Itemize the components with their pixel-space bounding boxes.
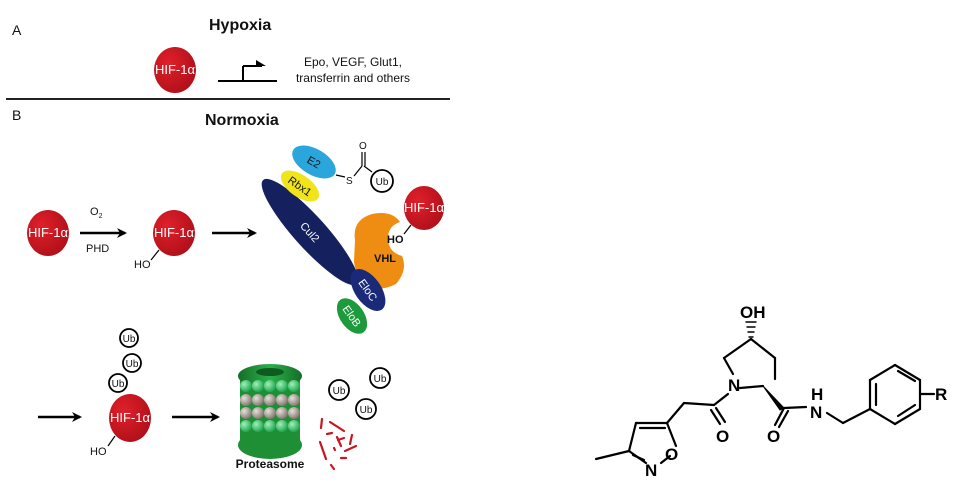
structure-atom-labels: OH N H N O O N O R bbox=[645, 303, 947, 480]
proteasome-subunit bbox=[240, 407, 252, 419]
proteasome-subunit bbox=[288, 420, 300, 432]
proteasome-icon bbox=[238, 364, 302, 459]
elob-subunit bbox=[336, 298, 368, 334]
ubiquitin-label: Ub bbox=[376, 177, 389, 188]
proteasome-subunit bbox=[288, 380, 300, 392]
cul2-subunit bbox=[261, 178, 359, 286]
hif-1a-label: HIF-1α bbox=[154, 225, 195, 240]
proteasome-subunit bbox=[264, 420, 276, 432]
amide-h-label: H bbox=[811, 385, 823, 404]
proteasome-subunit bbox=[240, 380, 252, 392]
ubiquitin-icon bbox=[108, 373, 128, 393]
ubiquitin-icon bbox=[355, 398, 377, 420]
proteasome-subunit bbox=[264, 380, 276, 392]
panel-a-title: Hypoxia bbox=[209, 17, 271, 34]
hif-1a-hydroxylated: HIF-1α HO bbox=[134, 210, 195, 271]
ubiquitin-icon bbox=[122, 353, 142, 373]
proteasome-subunit bbox=[288, 407, 300, 419]
ubiquitin-label: Ub bbox=[112, 379, 125, 390]
phd-label: PHD bbox=[86, 243, 109, 255]
proteasome-subunit bbox=[252, 380, 264, 392]
isoxazole-o-label: O bbox=[665, 445, 678, 464]
hydroxyl-atom-label: OH bbox=[740, 303, 766, 322]
ubiquitin-label: Ub bbox=[360, 405, 373, 416]
carbonyl-o-label-1: O bbox=[716, 427, 729, 446]
ubiquitin-label: Ub bbox=[333, 386, 346, 397]
proteasome-label: Proteasome bbox=[236, 457, 305, 471]
ubiquitin-label: Ub bbox=[374, 374, 387, 385]
proteasome-subunit bbox=[276, 420, 288, 432]
hydroxyl-label: HO bbox=[134, 259, 151, 271]
proteasome-subunit bbox=[252, 407, 264, 419]
hif-1a-sphere bbox=[27, 210, 69, 256]
oxygen-label: O2 bbox=[90, 206, 103, 220]
proteasome-subunit bbox=[264, 394, 276, 406]
isoxazole-n-label: N bbox=[645, 461, 657, 480]
panel-b-label: B bbox=[12, 107, 21, 123]
thioester-s-label: S bbox=[346, 176, 353, 187]
eloc-subunit bbox=[350, 268, 386, 312]
ubiquitin-icon bbox=[328, 379, 350, 401]
thioester-o-label: O bbox=[359, 141, 367, 152]
hif-1a-unmodified: HIF-1α bbox=[27, 210, 69, 256]
ubiquitin-label: Ub bbox=[123, 334, 136, 345]
ubiquitin-icon bbox=[369, 367, 391, 389]
proteasome-subunit bbox=[276, 394, 288, 406]
panel-a-label: A bbox=[12, 22, 22, 38]
vhl-e3-ligase-complex: Cul2 Rbx1 E2 S O Ub VHL EloC EloB HIF-1α… bbox=[261, 141, 445, 334]
proteasome-subunit bbox=[264, 407, 276, 419]
vhl-ligand-structure bbox=[594, 321, 936, 465]
hydroxyl-label: HO bbox=[387, 234, 404, 246]
target-genes-line1: Epo, VEGF, Glut1, bbox=[304, 55, 402, 69]
proteasome-subunit bbox=[252, 420, 264, 432]
ubiquitin-label: Ub bbox=[126, 359, 139, 370]
free-ubiquitins: Ub Ub Ub bbox=[328, 367, 391, 420]
proteasome-subunit bbox=[276, 380, 288, 392]
panel-b-title: Normoxia bbox=[205, 112, 279, 129]
ubiquitin-icon bbox=[119, 328, 139, 348]
hif-1a-label: HIF-1α bbox=[404, 200, 445, 215]
hydroxyl-label: HO bbox=[90, 446, 107, 458]
hif-1a-hypoxia: HIF-1α bbox=[154, 47, 196, 93]
hif-1a-sphere bbox=[153, 210, 195, 256]
rbx1-subunit bbox=[280, 170, 320, 202]
hif-1a-sphere bbox=[154, 47, 196, 93]
hif-1a-label: HIF-1α bbox=[28, 225, 69, 240]
proteasome-subunit bbox=[288, 394, 300, 406]
peptide-fragments bbox=[318, 417, 358, 471]
hif-1a-label: HIF-1α bbox=[155, 62, 196, 77]
hif-1a-label: HIF-1α bbox=[110, 410, 151, 425]
e2-label: E2 bbox=[305, 154, 323, 171]
proteasome-subunit bbox=[252, 394, 264, 406]
proteasome-subunit bbox=[240, 420, 252, 432]
e2-subunit bbox=[292, 145, 336, 179]
hif-1a-polyubiquitinated: HIF-1α HO Ub Ub Ub bbox=[90, 328, 151, 458]
pyrrolidine-n-label: N bbox=[728, 376, 740, 395]
vhl-label: VHL bbox=[374, 253, 396, 265]
amide-n-label: N bbox=[810, 403, 822, 422]
transcription-start-icon bbox=[218, 60, 277, 82]
vhl-subunit bbox=[354, 213, 404, 289]
r-group-label: R bbox=[935, 385, 947, 404]
hif-1a-bound-sphere bbox=[404, 186, 444, 230]
proteasome-subunit bbox=[276, 407, 288, 419]
proteasome-subunit bbox=[240, 394, 252, 406]
carbonyl-o-label-2: O bbox=[767, 427, 780, 446]
target-genes-line2: transferrin and others bbox=[296, 71, 410, 85]
ubiquitin-icon bbox=[370, 169, 394, 193]
hif-1a-sphere bbox=[109, 394, 151, 442]
